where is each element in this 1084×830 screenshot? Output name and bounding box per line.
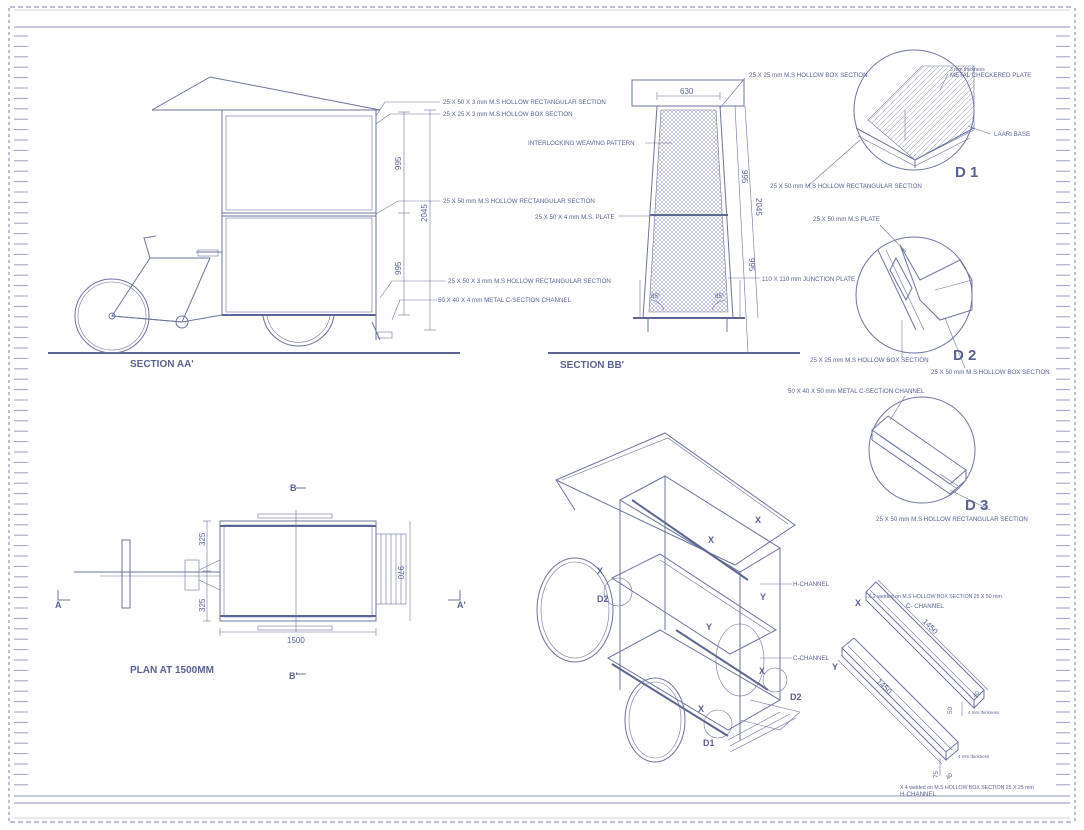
d3-label-section: 25 X 50 mm M.S HOLLOW RECTANGULAR SECTIO… [876,516,1028,523]
c-channel-name: C- CHANNEL [906,603,944,610]
plan-dim-length: 1500 [287,636,305,645]
c-channel-dim-width: 40 [971,689,981,699]
section-bb-drawing [548,77,800,354]
c-channel-dim-height: 50 [947,707,954,714]
plan-dim-top: 325 [198,532,207,546]
iso-marker-x1: X [755,515,761,525]
aa-dim-total: 2045 [420,204,429,222]
plan-dim-depth: 970 [396,566,405,580]
isometric-drawing [536,432,801,763]
bb-dim-width: 630 [680,87,694,96]
plan-dim-bottom: 325 [198,598,207,612]
d2-label-box2: 25 X 50 mm M.S HOLLOW BOX SECTION [931,369,1050,376]
iso-marker-y2: Y [706,622,712,632]
plan-marker-b-prime: B' [289,671,298,681]
iso-marker-x3: X [597,566,603,576]
d1-label-thickness: 3 mm thickness [950,67,985,73]
plan-marker-a: A [55,600,62,610]
aa-label-5: 50 X 40 X 4 mm METAL C-SECTION CHANNEL [438,297,572,304]
h-channel-name: H-CHANNEL [900,791,937,798]
c-channel-label: X 2 welded on M.S HOLLOW BOX SECTION 25 … [868,594,1002,600]
detail-d3-drawing [868,395,991,511]
iso-marker-d2b: D2 [790,692,802,702]
d2-label-plate: 25 X 50 mm M.S PLATE [813,216,880,223]
section-aa-labels: 25 X 50 X 3 mm M.S HOLLOW RECTANGULAR SE… [130,99,611,370]
aa-dim-lower: 995 [394,261,403,275]
aa-label-2: 25 X 25 X 3 mm M.S HOLLOW BOX SECTION [443,111,573,118]
bb-dim-lower: 995 [747,258,756,272]
channel-labels: X X 2 welded on M.S HOLLOW BOX SECTION 2… [832,594,1034,798]
d2-label-box: 25 X 25 mm M.S HOLLOW BOX SECTION [810,357,929,364]
h-channel-dim-length: 1450 [875,677,894,696]
h-channel-note: 4 mm thickness [958,754,990,759]
d2-name: D 2 [953,347,976,364]
detail-d1-drawing [807,49,991,187]
h-channel-marker: Y [832,662,838,672]
h-channel-dim-width: 40 [944,771,954,781]
plan-marker-b: B [290,483,297,493]
bb-label-weave: INTERLOCKING WEAVING PATTERN [528,140,635,147]
iso-marker-x2: X [708,535,714,545]
c-channel-marker: X [855,598,861,608]
bb-dim-total: 2045 [754,198,763,216]
iso-marker-d1: D1 [703,738,715,748]
plan-drawing [57,487,461,675]
aa-dim-upper: 995 [394,156,403,170]
section-bb-labels: 25 X 25 mm M.S HOLLOW BOX SECTION INTERL… [528,72,868,371]
section-aa-title: SECTION AA' [130,359,194,370]
d1-label-base: LAARI BASE [994,131,1030,138]
iso-marker-y1: Y [760,592,766,602]
d1-label-section: 25 X 50 mm M.S HOLLOW RECTANGULAR SECTIO… [770,183,922,190]
d3-name: D 3 [965,497,988,514]
d3-label-channel: 50 X 40 X 50 mm METAL C-SECTION CHANNEL [788,388,925,395]
bb-dim-upper: 995 [740,170,749,184]
section-bb-title: SECTION BB' [560,360,624,371]
detail-d2-drawing [855,224,973,369]
iso-marker-x4: X [759,666,765,676]
plan-title: PLAN AT 1500MM [130,665,214,676]
iso-marker-d2a: D2 [597,594,609,604]
detail-d2-labels: 25 X 50 mm M.S PLATE 25 X 25 mm M.S HOLL… [810,216,1050,376]
h-channel-dim-height: 75 [933,771,940,778]
aa-label-4: 25 X 50 X 3 mm M.S HOLLOW RECTANGULAR SE… [448,278,611,285]
plan-labels: 325 325 970 1500 A A' B B' PLAN AT 1500M… [55,483,466,681]
bb-angle-right: 85° [715,293,725,300]
iso-label-h-channel: H-CHANNEL [793,581,830,588]
section-aa-drawing [48,76,460,354]
border-ticks-left [14,35,28,786]
bb-label-box: 25 X 25 mm M.S HOLLOW BOX SECTION [749,72,868,79]
bb-angle-left: 85° [651,293,661,300]
c-channel-note: 4 mm thickness [968,710,1000,715]
border-ticks-right [1056,35,1070,786]
iso-marker-x5: X [698,704,704,714]
aa-label-1: 25 X 50 X 3 mm M.S HOLLOW RECTANGULAR SE… [443,99,606,106]
d1-name: D 1 [955,164,978,181]
bb-label-junction: 110 X 110 mm JUNCTION PLATE [762,276,855,283]
detail-d3-labels: 50 X 40 X 50 mm METAL C-SECTION CHANNEL … [788,388,1028,523]
d1-label-plate: METAL CHECKERED PLATE [950,72,1031,79]
aa-label-3: 25 X 50 mm M.S HOLLOW RECTANGULAR SECTIO… [443,198,595,205]
bb-label-plate: 25 X 50 X 4 mm M.S. PLATE [535,214,615,221]
c-channel-dim-length: 1450 [921,617,940,636]
isometric-labels: X X X X X Y Y D2 D2 D1 H-CHANNEL C-CHANN… [597,515,830,748]
detail-d1-labels: 3 mm thickness METAL CHECKERED PLATE LAA… [770,67,1031,190]
h-channel-label: X 4 welded on M.S HOLLOW BOX SECTION 25 … [900,785,1034,791]
channel-drawing [837,579,989,776]
plan-marker-a-prime: A' [457,600,466,610]
sheet-border [8,6,1076,823]
iso-label-c-channel: C-CHANNEL [793,655,830,662]
